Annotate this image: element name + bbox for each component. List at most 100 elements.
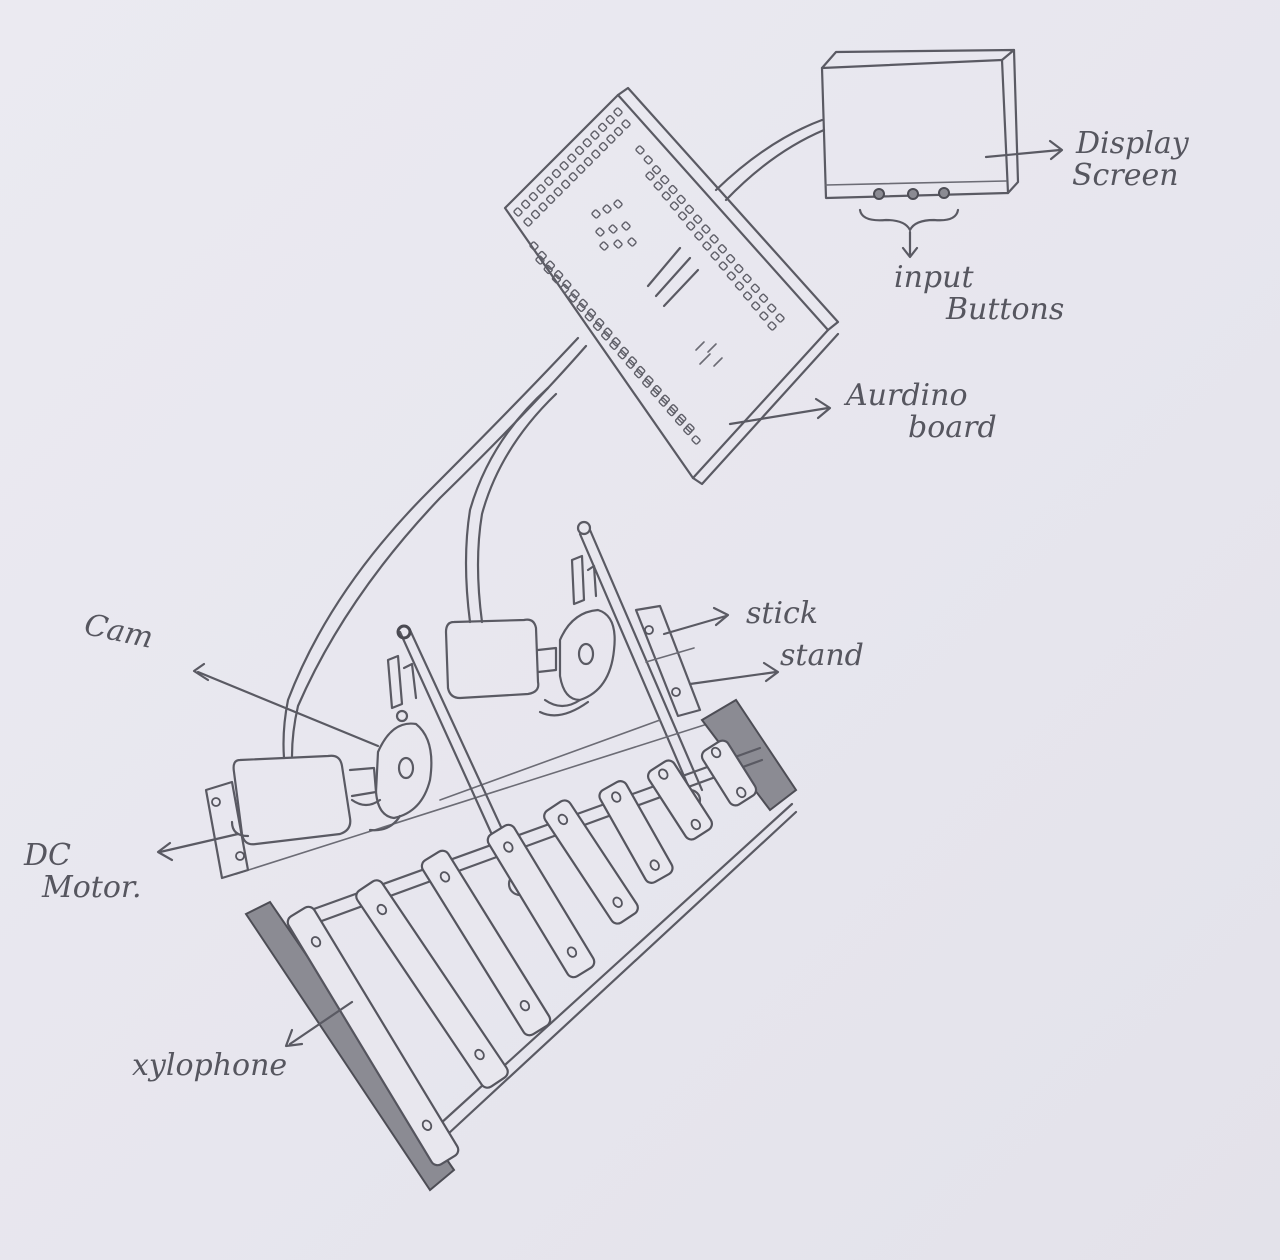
header-pin	[691, 435, 700, 444]
header-pin	[614, 127, 623, 136]
input-label-line2: Buttons	[946, 292, 1064, 327]
header-pin	[645, 171, 654, 180]
header-pin	[642, 379, 651, 388]
header-pin	[621, 221, 630, 230]
arduino-board-label: Aurdino board	[846, 380, 997, 443]
header-pin	[726, 254, 735, 263]
header-pin	[654, 181, 663, 190]
header-pin	[584, 157, 593, 166]
header-pin	[644, 155, 653, 164]
header-pin	[685, 205, 694, 214]
header-pin	[621, 119, 630, 128]
arduino-board	[505, 88, 838, 484]
header-pin	[677, 195, 686, 204]
header-pin	[546, 195, 555, 204]
header-pin	[652, 165, 661, 174]
dc-motor-label: DC Motor.	[24, 840, 141, 903]
header-pin	[591, 209, 600, 218]
header-pin	[751, 301, 760, 310]
display-pointer-arrow	[986, 141, 1062, 159]
stand-label: stand	[780, 640, 864, 672]
header-pin	[529, 192, 538, 201]
header-pin	[767, 304, 776, 313]
header-pin	[618, 350, 627, 359]
header-pin	[561, 180, 570, 189]
header-pin	[576, 303, 585, 312]
header-pin	[686, 221, 695, 230]
motor-1	[206, 724, 431, 878]
header-pin	[606, 115, 615, 124]
display-cable	[716, 120, 822, 190]
stick-label: stick	[746, 598, 818, 630]
header-pin	[759, 311, 768, 320]
header-pin	[601, 331, 610, 340]
header-pin	[613, 107, 622, 116]
header-pin	[585, 312, 594, 321]
xylophone-label: xylophone	[132, 1050, 287, 1082]
header-pin	[662, 191, 671, 200]
motor-cable-2b	[478, 394, 556, 622]
header-pin	[523, 217, 532, 226]
header-pin	[583, 138, 592, 147]
header-pin	[536, 184, 545, 193]
motor-label-line1: DC	[24, 838, 71, 873]
header-pin	[521, 200, 530, 209]
header-pin	[613, 239, 622, 248]
header-pin	[734, 264, 743, 273]
header-pin	[660, 175, 669, 184]
header-pin	[727, 271, 736, 280]
header-pin	[513, 207, 522, 216]
header-pin	[759, 294, 768, 303]
header-pin	[560, 284, 569, 293]
motor-label-line2: Motor.	[42, 870, 141, 905]
display-label-line1: Display	[1076, 126, 1189, 161]
header-pin	[591, 150, 600, 159]
header-pin	[567, 154, 576, 163]
board-label-line2: board	[908, 410, 997, 445]
header-pin	[710, 251, 719, 260]
header-pin	[544, 177, 553, 186]
header-pin	[694, 231, 703, 240]
motor-2	[446, 610, 615, 715]
header-pin	[635, 145, 644, 154]
header-pin	[569, 172, 578, 181]
stick-stand-2	[572, 522, 702, 810]
header-pin	[602, 204, 611, 213]
header-pin	[608, 224, 617, 233]
header-pin	[743, 291, 752, 300]
display-cable-2	[726, 130, 824, 200]
header-pin	[627, 237, 636, 246]
stick-arrow	[664, 608, 728, 634]
header-pin	[742, 274, 751, 283]
header-pin	[710, 234, 719, 243]
header-pin	[552, 169, 561, 178]
header-pin	[767, 321, 776, 330]
xylophone-bar	[285, 904, 461, 1168]
header-pin	[701, 224, 710, 233]
header-pin	[693, 215, 702, 224]
input-buttons-label: input Buttons	[894, 262, 1064, 325]
header-pin	[606, 134, 615, 143]
header-pin	[702, 241, 711, 250]
header-pin	[626, 360, 635, 369]
header-pin	[595, 227, 604, 236]
header-pin	[751, 284, 760, 293]
input-buttons-brace	[860, 210, 958, 257]
header-pin	[678, 211, 687, 220]
board-label-line1: Aurdino	[846, 378, 968, 413]
header-pin	[613, 199, 622, 208]
motor-pointer-arrow	[158, 834, 238, 860]
header-pin	[718, 244, 727, 253]
stand-arrow	[690, 663, 778, 684]
header-pin	[634, 369, 643, 378]
header-pin	[735, 281, 744, 290]
header-pin	[529, 241, 538, 250]
header-pin	[590, 130, 599, 139]
header-pin	[576, 165, 585, 174]
header-pin	[554, 187, 563, 196]
header-pin	[599, 241, 608, 250]
header-pin	[668, 185, 677, 194]
header-pin	[598, 123, 607, 132]
header-pin	[593, 322, 602, 331]
